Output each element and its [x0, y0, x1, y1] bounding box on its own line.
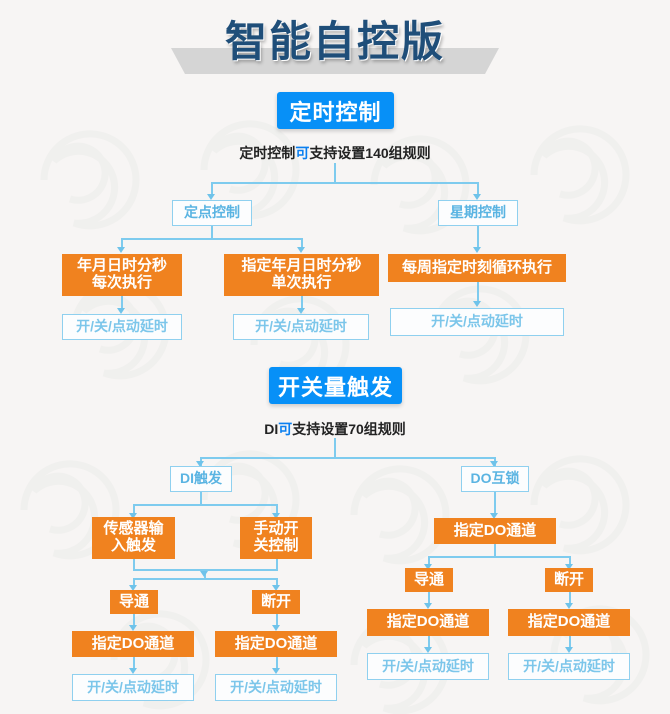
connector-weekly-to-result [477, 282, 479, 302]
subtitle-timer-suffix: 支持设置140组规则 [309, 145, 431, 161]
connector-digital-trunk [334, 438, 336, 458]
node-single-execution[interactable]: 指定年月日时分秒 单次执行 [224, 254, 379, 296]
connector-timer-trunk [334, 163, 336, 183]
node-do-state-off[interactable]: 断开 [545, 568, 593, 592]
node-sensor-trigger[interactable]: 传感器输 入触发 [92, 517, 175, 559]
section-subtitle-digital: DI可支持设置70组规则 [0, 419, 670, 439]
node-every-execution[interactable]: 年月日时分秒 每次执行 [62, 254, 182, 296]
node-weekday-control[interactable]: 星期控制 [438, 200, 518, 226]
single-execution-line2: 单次执行 [271, 274, 332, 291]
node-do-interlock[interactable]: DO互锁 [461, 466, 529, 492]
node-result-every[interactable]: 开/关/点动延时 [62, 314, 182, 340]
sensor-trigger-line2: 入触发 [110, 537, 156, 554]
connector-weekday-down [477, 226, 479, 248]
connector-di-state-split [133, 578, 278, 580]
node-weekly-cycle[interactable]: 每周指定时刻循环执行 [388, 254, 566, 282]
header-banner: 智能自控版 [0, 0, 670, 88]
arrow-weekly-result [473, 301, 481, 307]
node-result-single[interactable]: 开/关/点动延时 [233, 314, 369, 340]
section-heading-digital[interactable]: 开关量触发 [269, 367, 402, 404]
node-di-state-on[interactable]: 导通 [110, 590, 158, 614]
single-execution-line1: 指定年月日时分秒 [241, 257, 362, 275]
arrow-weekday [473, 247, 481, 253]
node-fixed-point-control[interactable]: 定点控制 [172, 200, 252, 226]
sensor-trigger-line1: 传感器输 [103, 520, 164, 538]
node-di-trigger[interactable]: DI触发 [170, 466, 232, 492]
connector-digital-split [200, 457, 495, 459]
manual-switch-line2: 关控制 [253, 537, 299, 554]
node-do-state-on[interactable]: 导通 [405, 568, 453, 592]
arrow-di-merge [200, 571, 208, 577]
node-di-channel-off[interactable]: 指定DO通道 [215, 631, 337, 657]
every-execution-line2: 每次执行 [91, 274, 152, 291]
subtitle-digital-suffix: 支持设置70组规则 [292, 421, 406, 437]
node-do-result-off[interactable]: 开/关/点动延时 [508, 653, 630, 680]
subtitle-digital-prefix: DI [264, 421, 279, 437]
every-execution-line1: 年月日时分秒 [76, 257, 167, 275]
node-manual-switch[interactable]: 手动开 关控制 [240, 517, 312, 559]
connector-do-split [428, 556, 571, 558]
connector-fixed-split [121, 238, 302, 240]
section-subtitle-timer: 定时控制可支持设置140组规则 [0, 143, 670, 163]
node-do-channel-on[interactable]: 指定DO通道 [367, 609, 489, 636]
arrow-fixed-a [117, 247, 125, 253]
page-title: 智能自控版 [224, 18, 445, 65]
subtitle-timer-highlight: 可 [295, 145, 310, 161]
node-result-weekly[interactable]: 开/关/点动延时 [390, 308, 564, 336]
manual-switch-line1: 手动开 [253, 520, 299, 538]
node-di-result-on[interactable]: 开/关/点动延时 [72, 674, 194, 701]
connector-do-down [494, 492, 496, 514]
arrow-fixed-b [297, 247, 305, 253]
subtitle-digital-highlight: 可 [278, 421, 293, 437]
node-do-result-on[interactable]: 开/关/点动延时 [367, 653, 489, 680]
node-di-channel-on[interactable]: 指定DO通道 [72, 631, 194, 657]
node-di-state-off[interactable]: 断开 [252, 590, 300, 614]
section-heading-timer[interactable]: 定时控制 [277, 92, 394, 129]
node-do-channel-top[interactable]: 指定DO通道 [434, 518, 556, 544]
node-di-result-off[interactable]: 开/关/点动延时 [215, 674, 337, 701]
subtitle-timer-prefix: 定时控制 [239, 145, 296, 161]
connector-di-split [133, 504, 277, 506]
node-do-channel-off[interactable]: 指定DO通道 [508, 609, 630, 636]
connector-timer-split [211, 182, 478, 184]
